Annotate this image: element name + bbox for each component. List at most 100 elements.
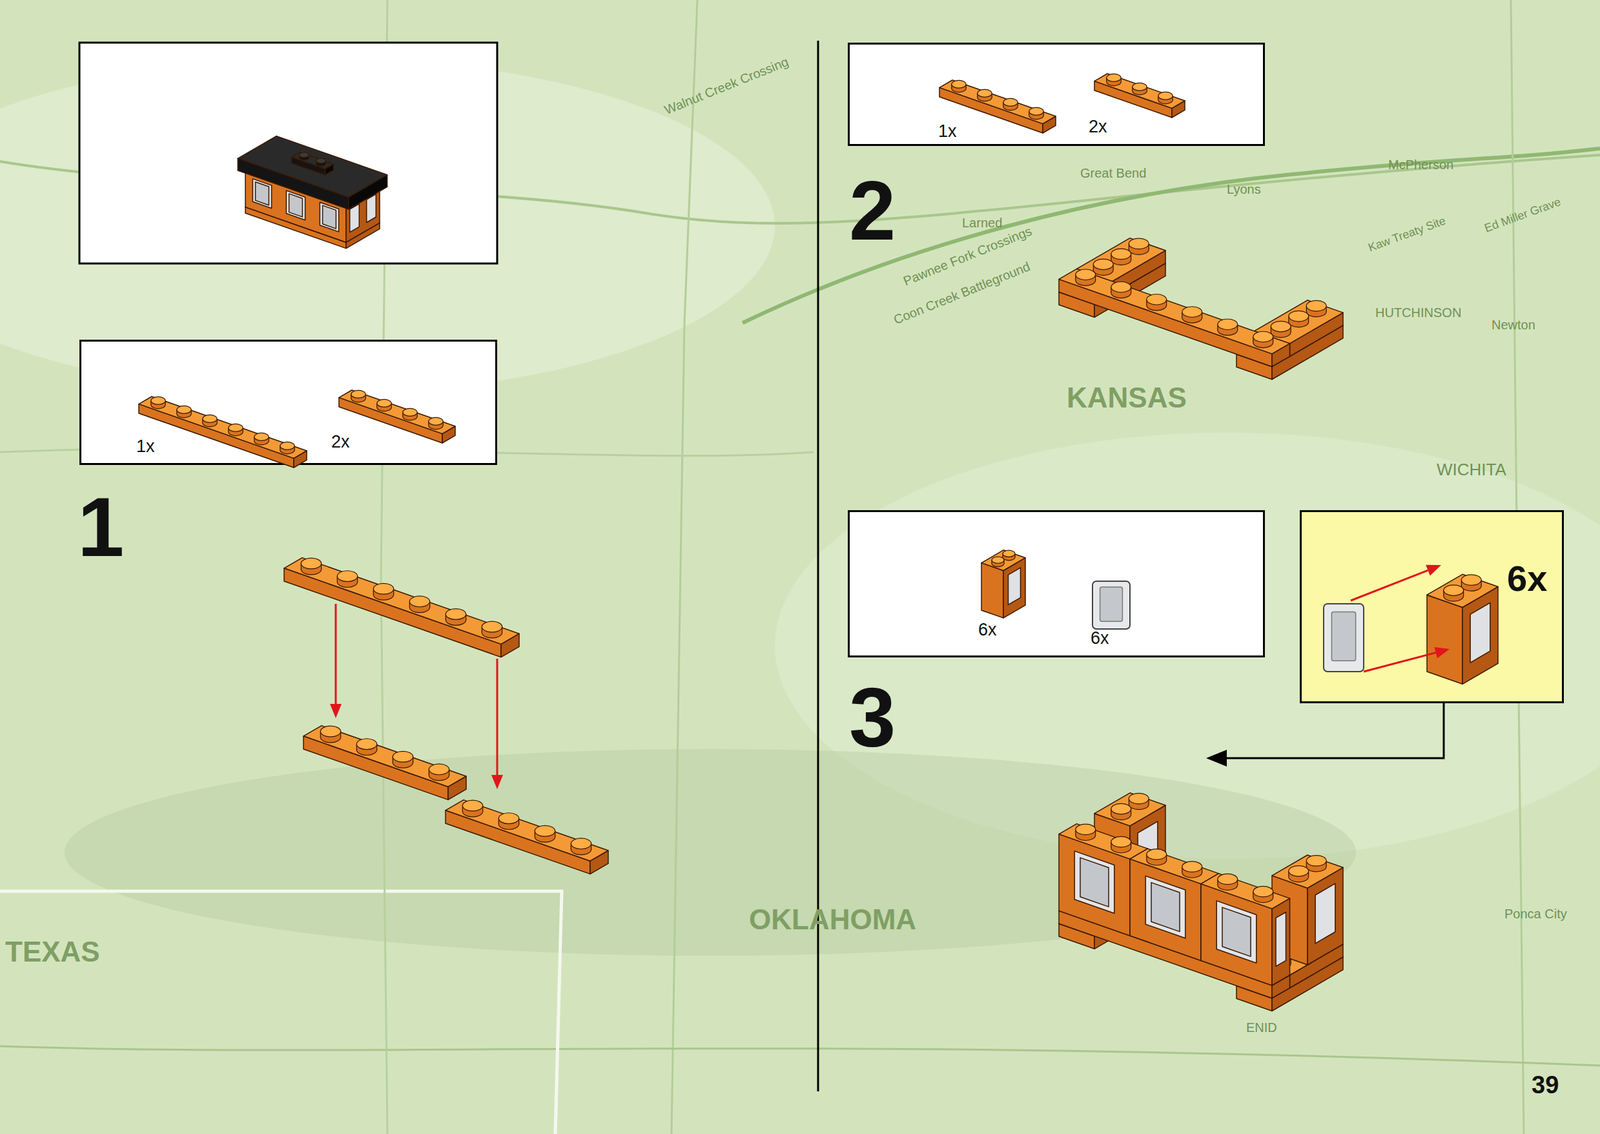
part-count: 6x	[1507, 558, 1548, 599]
brick-top	[284, 557, 520, 645]
part-count: 1x	[938, 122, 957, 142]
map-label: WICHITA	[1436, 460, 1507, 480]
map-road	[0, 1046, 1600, 1066]
window-pane	[1222, 907, 1251, 957]
window-pane	[1151, 882, 1180, 932]
window-glass	[1315, 883, 1336, 944]
part-count: 1x	[136, 437, 155, 457]
page-number: 39	[1531, 1071, 1559, 1099]
brick-front	[284, 568, 502, 658]
stud-top	[1075, 269, 1096, 281]
stud-top	[1106, 73, 1121, 82]
stud-top	[991, 556, 1005, 564]
stud-top	[1217, 873, 1238, 885]
map-label: OKLAHOMA	[748, 903, 917, 935]
map-label: McPherson	[1388, 157, 1454, 172]
stud-top	[1132, 82, 1147, 91]
window-glass	[319, 202, 339, 232]
map-label: Newton	[1491, 317, 1536, 332]
stud-top	[373, 583, 394, 595]
stud-top	[1253, 885, 1274, 897]
state-border	[0, 891, 562, 1134]
stud-top	[1182, 306, 1203, 318]
step-illustrations	[237, 136, 1344, 1012]
stud-top	[1111, 803, 1132, 815]
stud-top	[280, 441, 295, 450]
window-glass	[1092, 581, 1130, 629]
map-label: Ponca City	[1504, 906, 1568, 921]
stud-top	[1093, 258, 1114, 270]
subassembly-leader	[1223, 703, 1444, 759]
brick-top	[291, 152, 334, 170]
stud-top	[300, 557, 321, 569]
stud-top	[356, 738, 377, 750]
stud-top	[1217, 318, 1238, 330]
window-pane	[1100, 586, 1123, 622]
window-glass	[1074, 851, 1115, 913]
map-label: Larned	[962, 215, 1003, 230]
brick-top	[1058, 823, 1149, 860]
red-arrowhead	[329, 703, 342, 718]
stud-top	[951, 80, 966, 88]
parts-callout: 1x 2x	[847, 42, 1265, 146]
stud-top	[1443, 584, 1464, 596]
stud-top	[151, 396, 166, 405]
stud-top	[1111, 281, 1132, 293]
red-arrow	[1350, 570, 1429, 601]
window-glass	[252, 178, 272, 209]
stud-top	[337, 570, 358, 582]
stud-top	[1111, 836, 1132, 848]
red-arrow	[496, 658, 499, 775]
part-count: 2x	[1088, 117, 1108, 137]
map-shade	[64, 748, 1356, 956]
brick-top	[981, 550, 1026, 571]
brick-top	[138, 396, 307, 459]
stud-top	[228, 423, 243, 432]
stud-top	[1253, 331, 1274, 343]
window-glass	[1470, 602, 1491, 663]
step-number: 1	[77, 481, 124, 574]
stud-top	[534, 825, 555, 837]
stud-top	[1158, 91, 1173, 100]
stud-top	[977, 89, 992, 97]
window-glass	[1145, 875, 1186, 938]
stud-top	[392, 750, 413, 762]
stud-top	[481, 621, 502, 633]
window-glass	[1008, 567, 1021, 605]
brick-top	[237, 136, 387, 198]
brick-top	[445, 800, 609, 862]
brick-top	[1129, 848, 1220, 884]
stud-top	[1128, 238, 1149, 250]
stud-top	[409, 595, 430, 607]
leader-arrowhead	[1206, 749, 1227, 767]
part-icons	[138, 73, 1498, 684]
stud-top	[377, 399, 392, 407]
stud-top	[1288, 310, 1309, 322]
window-pane	[1080, 857, 1109, 907]
stud-top	[1182, 861, 1203, 873]
stud-top	[570, 838, 591, 850]
brick-side	[1271, 898, 1291, 986]
stud-top	[1306, 855, 1327, 867]
window-glass	[1216, 900, 1257, 963]
stud-top	[498, 812, 519, 824]
stud-top	[202, 414, 217, 423]
red-arrowhead	[1425, 564, 1442, 576]
red-arrowhead	[1434, 646, 1450, 658]
brick-top	[303, 725, 467, 788]
window-pane	[289, 193, 303, 217]
stud-top	[1075, 823, 1096, 835]
stud-top	[1003, 98, 1018, 106]
window-glass	[1275, 912, 1287, 967]
brick-front	[981, 563, 1004, 618]
stud-top	[176, 405, 192, 414]
brick-top	[939, 80, 1056, 124]
brick-top	[338, 389, 456, 434]
window-pane	[322, 205, 337, 229]
stud-top	[1461, 574, 1482, 586]
brick-top	[1094, 73, 1185, 109]
map-road	[671, 0, 698, 1134]
stud-top	[254, 432, 269, 441]
